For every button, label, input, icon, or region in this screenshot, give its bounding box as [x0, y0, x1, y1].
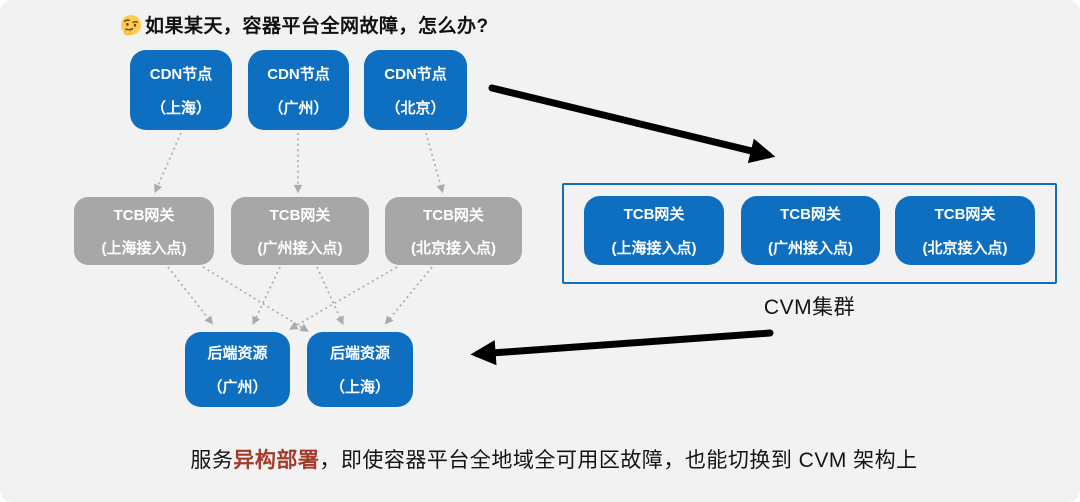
dashed-arrow-tcb3-be1	[289, 266, 398, 330]
cvm-cluster-frame	[562, 183, 1057, 284]
page-title: 如果某天，容器平台全网故障，怎么办?	[120, 11, 489, 38]
dashed-arrow-tcb2-be1	[252, 266, 281, 326]
node-sublabel: (北京接入点)	[922, 240, 1008, 257]
tcb-gateway-beijing-failed: TCB网关 (北京接入点)	[385, 197, 522, 265]
node-sublabel: （广州）	[207, 379, 268, 396]
dashed-arrow-tcb2-be2	[316, 266, 344, 326]
thinking-face-icon	[121, 14, 141, 35]
node-label: TCB网关	[623, 206, 685, 223]
cdn-node-beijing: CDN节点 （北京）	[364, 50, 467, 130]
cvm-tcb-gateway-beijing: TCB网关 (北京接入点)	[895, 196, 1035, 265]
dashed-arrow-cdn3-tcb3	[425, 132, 445, 194]
tcb-gateway-guangzhou-failed: TCB网关 (广州接入点)	[231, 197, 369, 265]
node-label: CDN节点	[384, 65, 447, 83]
caption-highlight: 异构部署	[233, 449, 320, 472]
node-label: TCB网关	[423, 207, 484, 224]
cvm-tcb-gateway-shanghai: TCB网关 (上海接入点)	[584, 196, 724, 265]
node-sublabel: (广州接入点)	[768, 240, 853, 257]
cdn-node-shanghai: CDN节点 （上海）	[130, 50, 232, 130]
cdn-node-guangzhou: CDN节点 （广州）	[248, 50, 349, 130]
node-label: 后端资源	[329, 345, 390, 362]
failover-arrow-to-cvm	[488, 84, 776, 164]
title-text: 如果某天，容器平台全网故障，怎么办?	[145, 16, 489, 37]
node-label: TCB网关	[780, 206, 841, 223]
node-sublabel: (上海接入点)	[101, 240, 187, 257]
backend-resource-guangzhou: 后端资源 （广州）	[185, 332, 290, 407]
node-sublabel: （广州）	[268, 99, 329, 117]
node-sublabel: (上海接入点)	[611, 240, 697, 257]
node-sublabel: （北京）	[385, 99, 446, 117]
dashed-arrow-cdn1-tcb1	[154, 132, 182, 194]
node-sublabel: (广州接入点)	[257, 240, 343, 257]
dashed-arrow-tcb1-be1	[167, 266, 214, 325]
failback-arrow-to-backend	[470, 329, 774, 366]
node-sublabel: （上海）	[150, 99, 211, 117]
caption: 服务异构部署，即使容器平台全地域全可用区故障，也能切换到 CVM 架构上	[14, 444, 1080, 474]
caption-suffix: ，即使容器平台全地域全可用区故障，也能切换到 CVM 架构上	[319, 449, 918, 472]
node-label: CDN节点	[267, 65, 330, 83]
node-label: 后端资源	[207, 345, 268, 362]
backend-resource-shanghai: 后端资源 （上海）	[307, 332, 413, 407]
node-label: TCB网关	[269, 207, 331, 224]
node-sublabel: (北京接入点)	[411, 240, 496, 257]
tcb-gateway-shanghai-failed: TCB网关 (上海接入点)	[74, 197, 214, 265]
node-label: TCB网关	[934, 206, 996, 223]
node-label: TCB网关	[113, 207, 175, 224]
caption-prefix: 服务	[190, 449, 234, 472]
node-sublabel: （上海）	[329, 379, 390, 396]
cvm-tcb-gateway-guangzhou: TCB网关 (广州接入点)	[741, 196, 880, 265]
dashed-arrow-tcb1-be2	[202, 266, 309, 332]
dashed-arrow-tcb3-be2	[384, 266, 433, 325]
cvm-cluster-label: CVM集群	[763, 296, 856, 319]
node-label: CDN节点	[149, 65, 213, 83]
